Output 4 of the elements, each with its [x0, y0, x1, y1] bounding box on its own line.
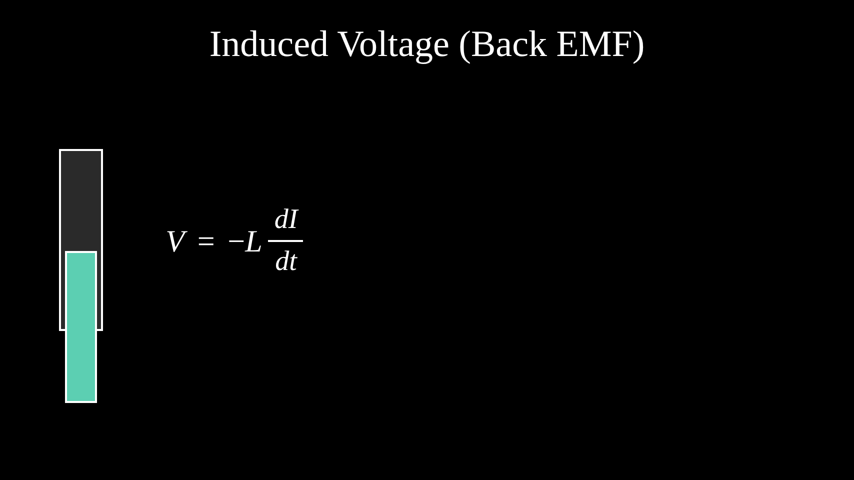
fraction-denominator: dt [275, 248, 297, 276]
fraction-numerator: dI [274, 206, 298, 234]
title: Induced Voltage (Back EMF) [209, 26, 645, 63]
equation-text: V = −L [166, 226, 262, 256]
